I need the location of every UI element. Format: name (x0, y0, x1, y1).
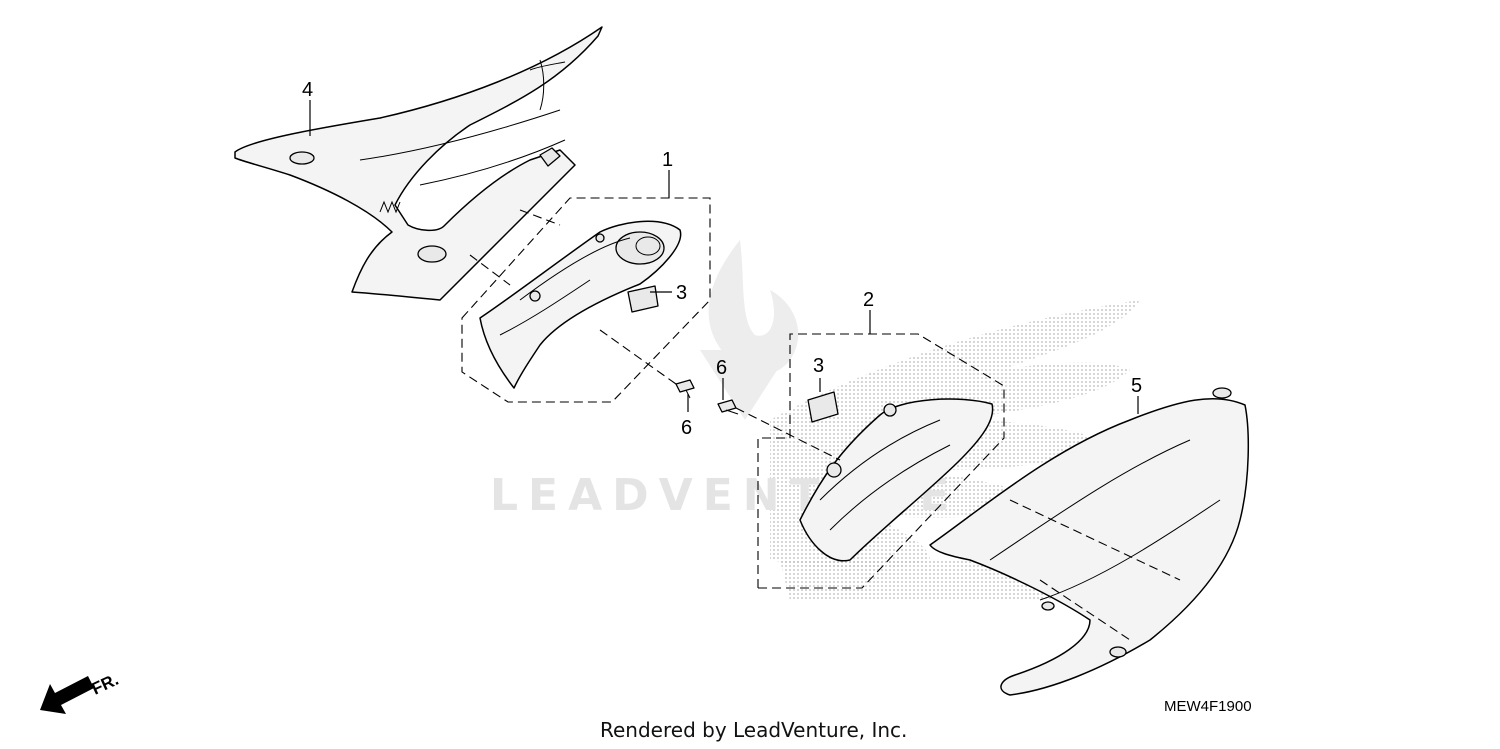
group-1-outline (461, 197, 711, 403)
part-1-inner-cover (479, 220, 682, 389)
callout-4: 4 (302, 79, 313, 101)
part-5-attach-line (1009, 499, 1181, 641)
front-direction-arrow-icon (40, 676, 94, 714)
front-direction-label: FR. (89, 670, 122, 699)
footer-credit: Rendered by LeadVenture, Inc. (600, 718, 907, 742)
part-6-screw-left (675, 379, 695, 399)
part-5-side-cover (929, 387, 1249, 696)
group-2-outline (757, 333, 1005, 589)
callout-1: 1 (662, 149, 673, 171)
callout-6-right: 6 (716, 357, 727, 379)
diagram-code: MEW4F1900 (1164, 698, 1252, 715)
part-6-screw-right (717, 399, 739, 415)
callout-2: 2 (863, 289, 874, 311)
callout-5: 5 (1131, 375, 1142, 397)
part-2-inner-cover (799, 391, 994, 562)
callout-6-left: 6 (681, 417, 692, 439)
callout-3-upper: 3 (676, 282, 687, 304)
assembly-lines (469, 209, 841, 461)
callout-3-lower: 3 (813, 355, 824, 377)
part-4-upper-shroud (234, 26, 603, 301)
